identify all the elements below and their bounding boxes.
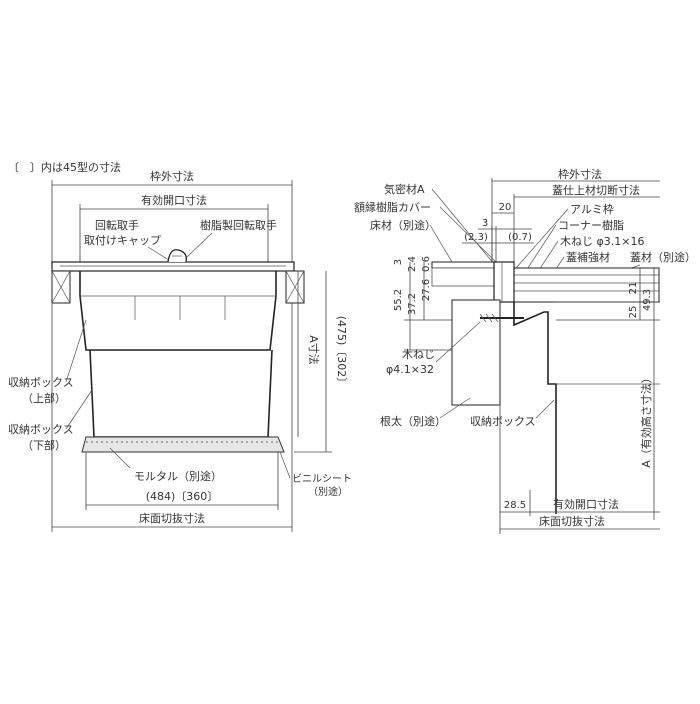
r-corner-resin-label: コーナー樹脂 bbox=[558, 218, 624, 232]
r-wood-screw-top-label: 木ねじ φ3.1×16 bbox=[560, 235, 644, 248]
r-lid-cut-label: 蓋仕上材切断寸法 bbox=[552, 183, 640, 197]
storage-box-lower bbox=[89, 349, 273, 438]
r-lid-panel bbox=[513, 267, 660, 303]
box-lower-label-2: （下部） bbox=[22, 438, 66, 452]
r-d3-label: 3 bbox=[482, 218, 488, 229]
lid-frame bbox=[51, 261, 295, 272]
r-v25-label: 25 bbox=[628, 306, 639, 319]
r-v49-3-label: 49.3 bbox=[642, 289, 653, 311]
left-section-view: 枠外寸法 有効開口寸法 回転取手 取付けキャップ 樹脂製回転取手 bbox=[8, 169, 352, 532]
r-storage-box-profile bbox=[513, 302, 557, 514]
a-dim-label: A寸法 bbox=[307, 335, 321, 365]
r-d20-label: 20 bbox=[499, 202, 512, 213]
vinyl-sheet-label: ビニルシート bbox=[292, 473, 352, 485]
handle-cap-label: 取付けキャップ bbox=[84, 234, 161, 247]
r-lid-reinforcement-label: 蓋補強材 bbox=[566, 250, 610, 264]
r-alu-frame-label: アルミ枠 bbox=[570, 202, 614, 216]
bottom-dim-label: (484)〔360〕 bbox=[146, 490, 219, 503]
r-d0-7-label: (0.7) bbox=[508, 232, 532, 243]
r-wood-screw-label: 木ねじ bbox=[402, 348, 435, 361]
mortar-leader bbox=[109, 447, 131, 469]
r-joist bbox=[451, 299, 501, 406]
box-upper-label-1: 収納ボックス bbox=[8, 376, 74, 389]
r-frame-cover-leader bbox=[439, 206, 501, 267]
box-upper-label-2: （上部） bbox=[22, 391, 66, 405]
vinyl-sheet-sub-label: （別途） bbox=[308, 485, 348, 498]
r-a-depth-label: A（有効高さ寸法） bbox=[639, 372, 653, 468]
r-storage-box-label: 収納ボックス bbox=[470, 415, 536, 428]
r-airtight-leader bbox=[431, 188, 495, 265]
joist-left-x2 bbox=[51, 270, 71, 304]
r-floor-panel bbox=[431, 261, 495, 269]
r-screw-threads bbox=[479, 313, 499, 323]
dimension-note: 〔 〕内は45型の寸法 bbox=[8, 160, 121, 174]
r-lid-material-label: 蓋材（別途） bbox=[630, 250, 696, 264]
right-section-view: 枠外寸法 蓋仕上材切断寸法 20 3 (2.3) (0.7) 気密材A 額縁樹脂… bbox=[354, 167, 696, 534]
r-v21-label: 21 bbox=[628, 282, 639, 295]
r-v37-2-label: 37.2 bbox=[407, 293, 418, 315]
vinyl-sheet-leader bbox=[279, 451, 291, 479]
resin-handle-leader bbox=[185, 232, 213, 259]
frame-outer-label: 枠外寸法 bbox=[150, 169, 194, 183]
r-storage-box-leader bbox=[535, 399, 555, 419]
r-v3-label: 3 bbox=[393, 259, 404, 265]
r-v27-6-label: 27.6 bbox=[421, 279, 432, 301]
r-v0-6-label: 0.6 bbox=[421, 256, 432, 272]
r-alu-frame-leader bbox=[515, 208, 569, 269]
rotating-handle-label: 回転取手 bbox=[95, 218, 139, 232]
r-frame-cover-label: 額縁樹脂カバー bbox=[354, 200, 431, 214]
mortar-base bbox=[81, 436, 285, 453]
r-floor-material-label: 床材（別途） bbox=[370, 218, 436, 232]
floor-cutout-label: 床面切抜寸法 bbox=[139, 511, 205, 525]
effective-opening-label: 有効開口寸法 bbox=[141, 193, 207, 207]
r-floor-cutout-label: 床面切抜寸法 bbox=[539, 514, 605, 528]
r-d2-3-label: (2.3) bbox=[464, 232, 488, 243]
r-floor-material-leader bbox=[429, 224, 453, 263]
mortar-label: モルタル（別途） bbox=[134, 469, 222, 483]
r-v2-4-label: 2.4 bbox=[407, 256, 418, 272]
r-wood-screw-leader bbox=[435, 321, 481, 363]
storage-box-upper bbox=[79, 271, 277, 351]
box-upper-leader bbox=[65, 319, 87, 383]
r-aluminium-frame bbox=[493, 261, 515, 303]
box-lower-label-1: 収納ボックス bbox=[8, 423, 74, 436]
joist-right-x2 bbox=[285, 270, 305, 304]
r-v55-2-label: 55.2 bbox=[393, 289, 404, 311]
a-dim-alt-label: (475)〔302〕 bbox=[335, 316, 348, 389]
r-frame-outer-label: 枠外寸法 bbox=[558, 167, 602, 181]
r-joist-label: 根太（別途） bbox=[380, 414, 446, 428]
r-floor-substrate bbox=[431, 267, 495, 287]
r-airtight-label: 気密材A bbox=[384, 182, 425, 196]
r-h28-5-label: 28.5 bbox=[504, 500, 526, 511]
r-joist-leader bbox=[439, 397, 471, 419]
r-wood-screw-size-label: φ4.1×32 bbox=[386, 363, 434, 376]
r-effective-opening-label: 有効開口寸法 bbox=[553, 497, 619, 511]
box-lower-leader bbox=[65, 389, 93, 430]
resin-handle-label: 樹脂製回転取手 bbox=[200, 218, 277, 232]
